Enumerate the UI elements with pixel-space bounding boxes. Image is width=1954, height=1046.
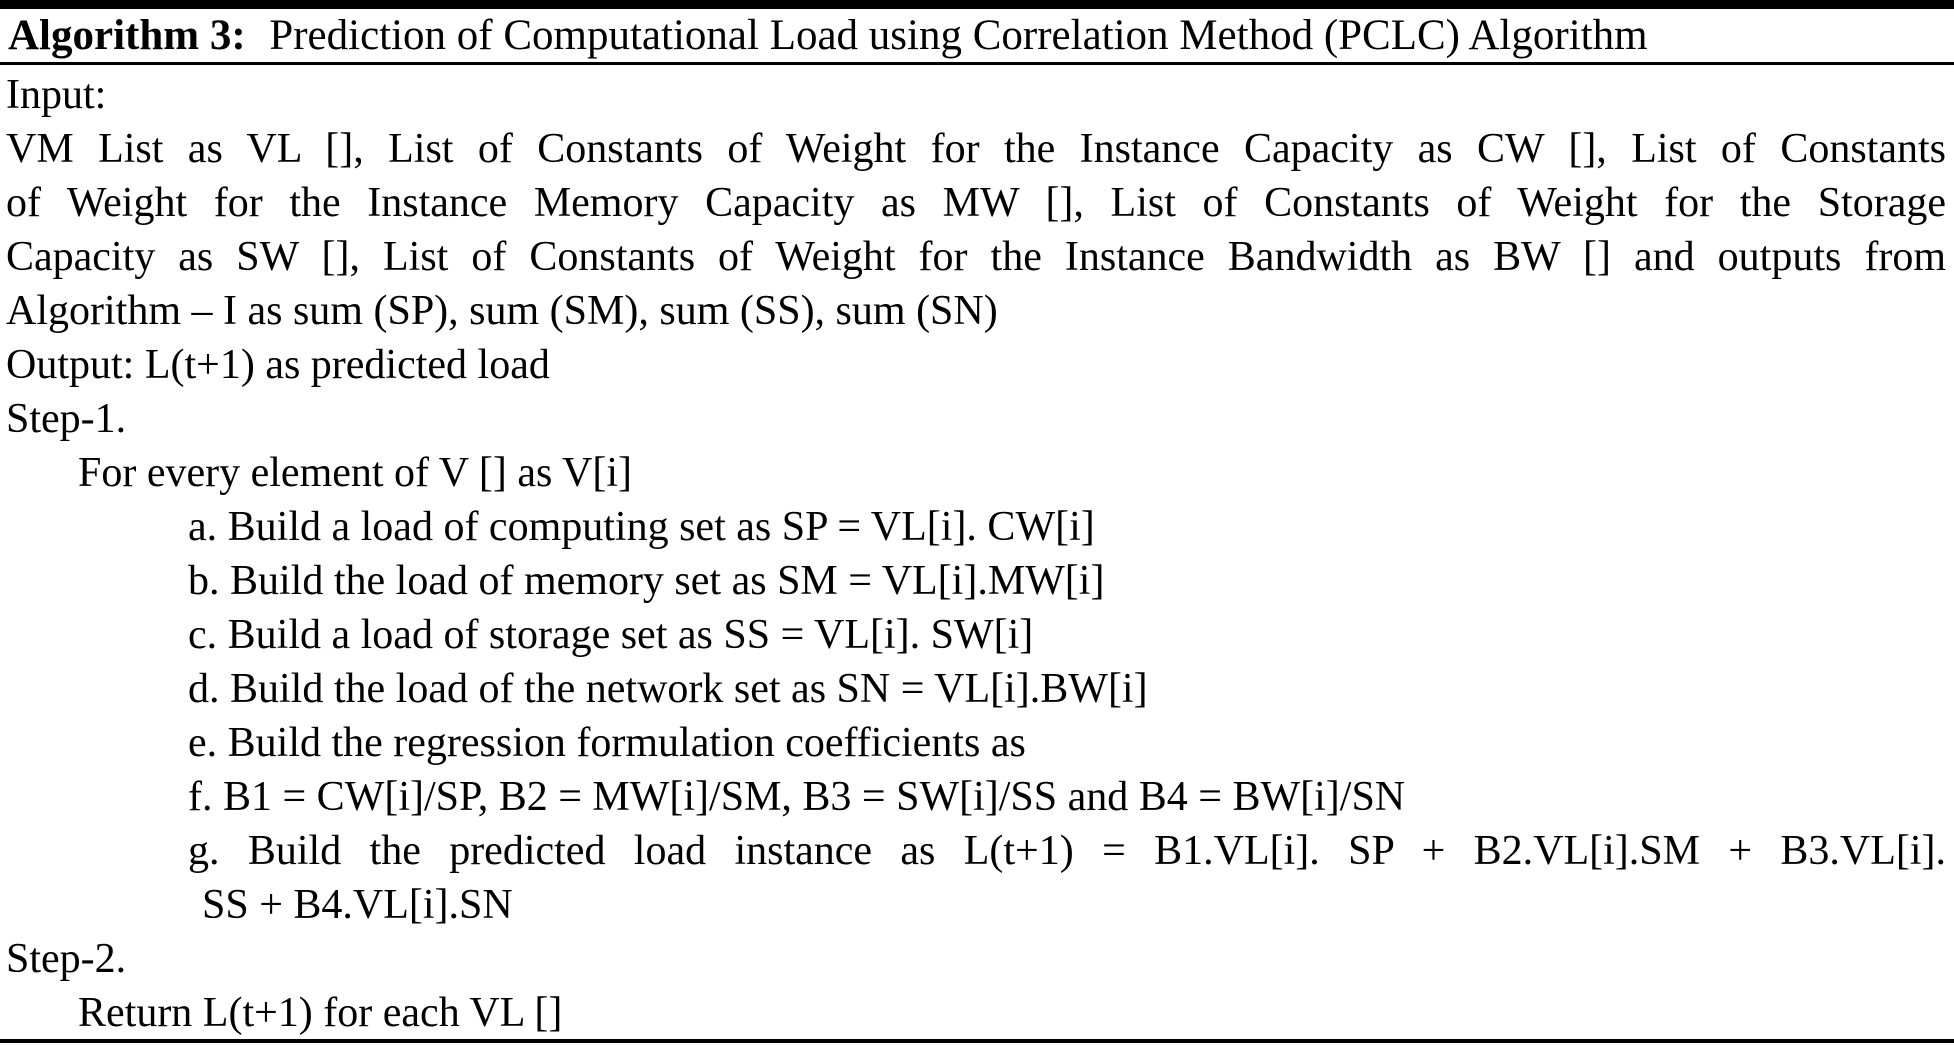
line-item-a: a. Build a load of computing set as SP =… xyxy=(188,504,1095,550)
line-return: Return L(t+1) for each VL [] xyxy=(78,990,563,1036)
bottom-rule xyxy=(0,1039,1954,1043)
line-item-e: e. Build the regression formulation coef… xyxy=(188,720,1026,766)
line-input-3: Capacity as SW [], List of Constants of … xyxy=(6,234,1946,280)
line-for-loop: For every element of V [] as V[i] xyxy=(78,450,633,496)
line-item-c: c. Build a load of storage set as SS = V… xyxy=(188,612,1034,658)
line-item-f: f. B1 = CW[i]/SP, B2 = MW[i]/SM, B3 = SW… xyxy=(188,774,1406,820)
top-rule xyxy=(0,0,1954,9)
line-item-g: g. Build the predicted load instance as … xyxy=(188,828,1946,874)
line-input-2: of Weight for the Instance Memory Capaci… xyxy=(6,180,1946,226)
line-item-b: b. Build the load of memory set as SM = … xyxy=(188,558,1105,604)
line-input-1: VM List as VL [], List of Constants of W… xyxy=(6,126,1946,172)
line-item-d: d. Build the load of the network set as … xyxy=(188,666,1148,712)
algorithm-title: Prediction of Computational Load using C… xyxy=(269,12,1648,59)
algorithm-label: Algorithm 3: xyxy=(8,12,246,59)
header-rule xyxy=(0,62,1954,65)
line-input-label: Input: xyxy=(6,72,107,118)
line-input-4: Algorithm – I as sum (SP), sum (SM), sum… xyxy=(6,288,998,334)
algorithm-header: Algorithm 3: Prediction of Computational … xyxy=(0,9,1954,62)
algorithm-body: Input: VM List as VL [], List of Constan… xyxy=(0,65,1954,1040)
line-item-g-continuation: SS + B4.VL[i].SN xyxy=(202,882,513,928)
line-step-2: Step-2. xyxy=(6,936,127,982)
line-step-1: Step-1. xyxy=(6,396,127,442)
line-output: Output: L(t+1) as predicted load xyxy=(6,342,550,388)
